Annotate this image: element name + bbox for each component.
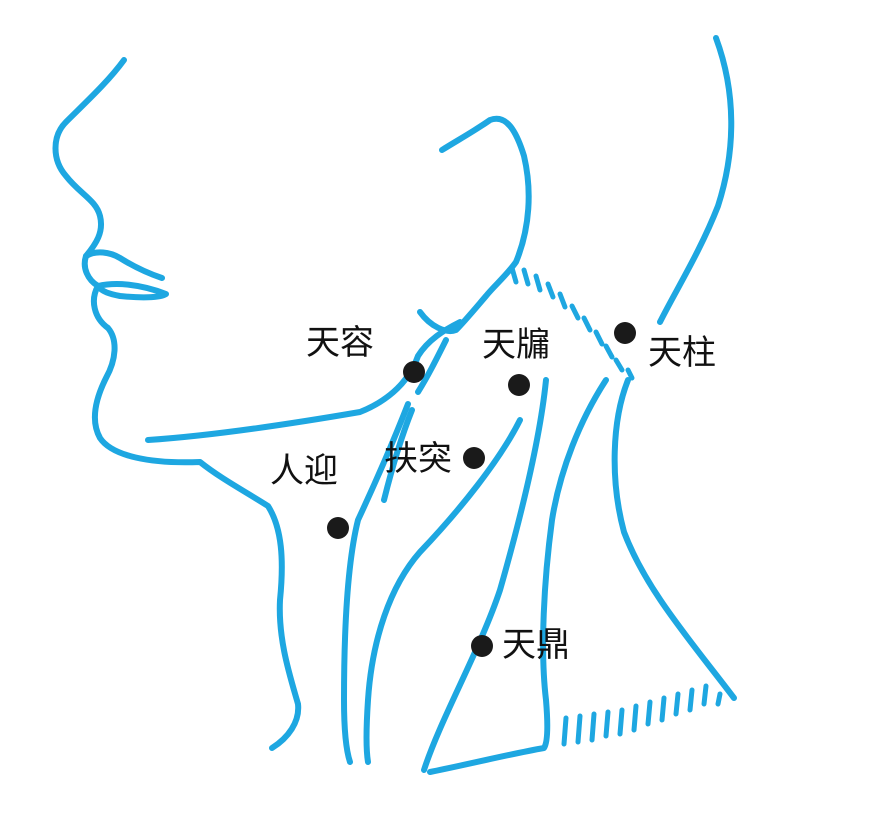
scm-inner-line (363, 417, 523, 765)
face-profile-outline (52, 57, 302, 751)
scm-middle-line (381, 337, 449, 503)
acupoint-dot-tianyou (508, 374, 530, 396)
trapezius-back-line (611, 377, 737, 701)
scm-outer-line (421, 377, 549, 773)
scm-front-line (341, 401, 411, 765)
acupoint-dot-tianrong (403, 361, 425, 383)
shoulder-hatch (561, 683, 723, 747)
acupoint-label-futu: 扶突 (384, 439, 452, 479)
acupoint-dot-tianzhu (614, 322, 636, 344)
acupoint-label-tianding: 天鼎 (502, 625, 570, 665)
back-head-neck-outline (657, 35, 735, 325)
acupoint-dot-renying (327, 517, 349, 539)
jaw-line-outline (145, 319, 463, 443)
acupoint-label-renying: 人迎 (270, 451, 338, 491)
lower-lip-outline (95, 281, 169, 301)
trapezius-front-line (427, 377, 609, 775)
acupoint-label-tianzhu: 天柱 (648, 333, 716, 373)
acupoint-label-tianyou: 天牖 (482, 325, 550, 365)
ear-outline (417, 115, 532, 334)
hairline-hatch (509, 265, 635, 381)
acupoint-dot-futu (463, 447, 485, 469)
acupoint-dot-tianding (471, 635, 493, 657)
acupoint-label-tianrong: 天容 (306, 323, 374, 363)
upper-lip-outline (83, 249, 165, 281)
